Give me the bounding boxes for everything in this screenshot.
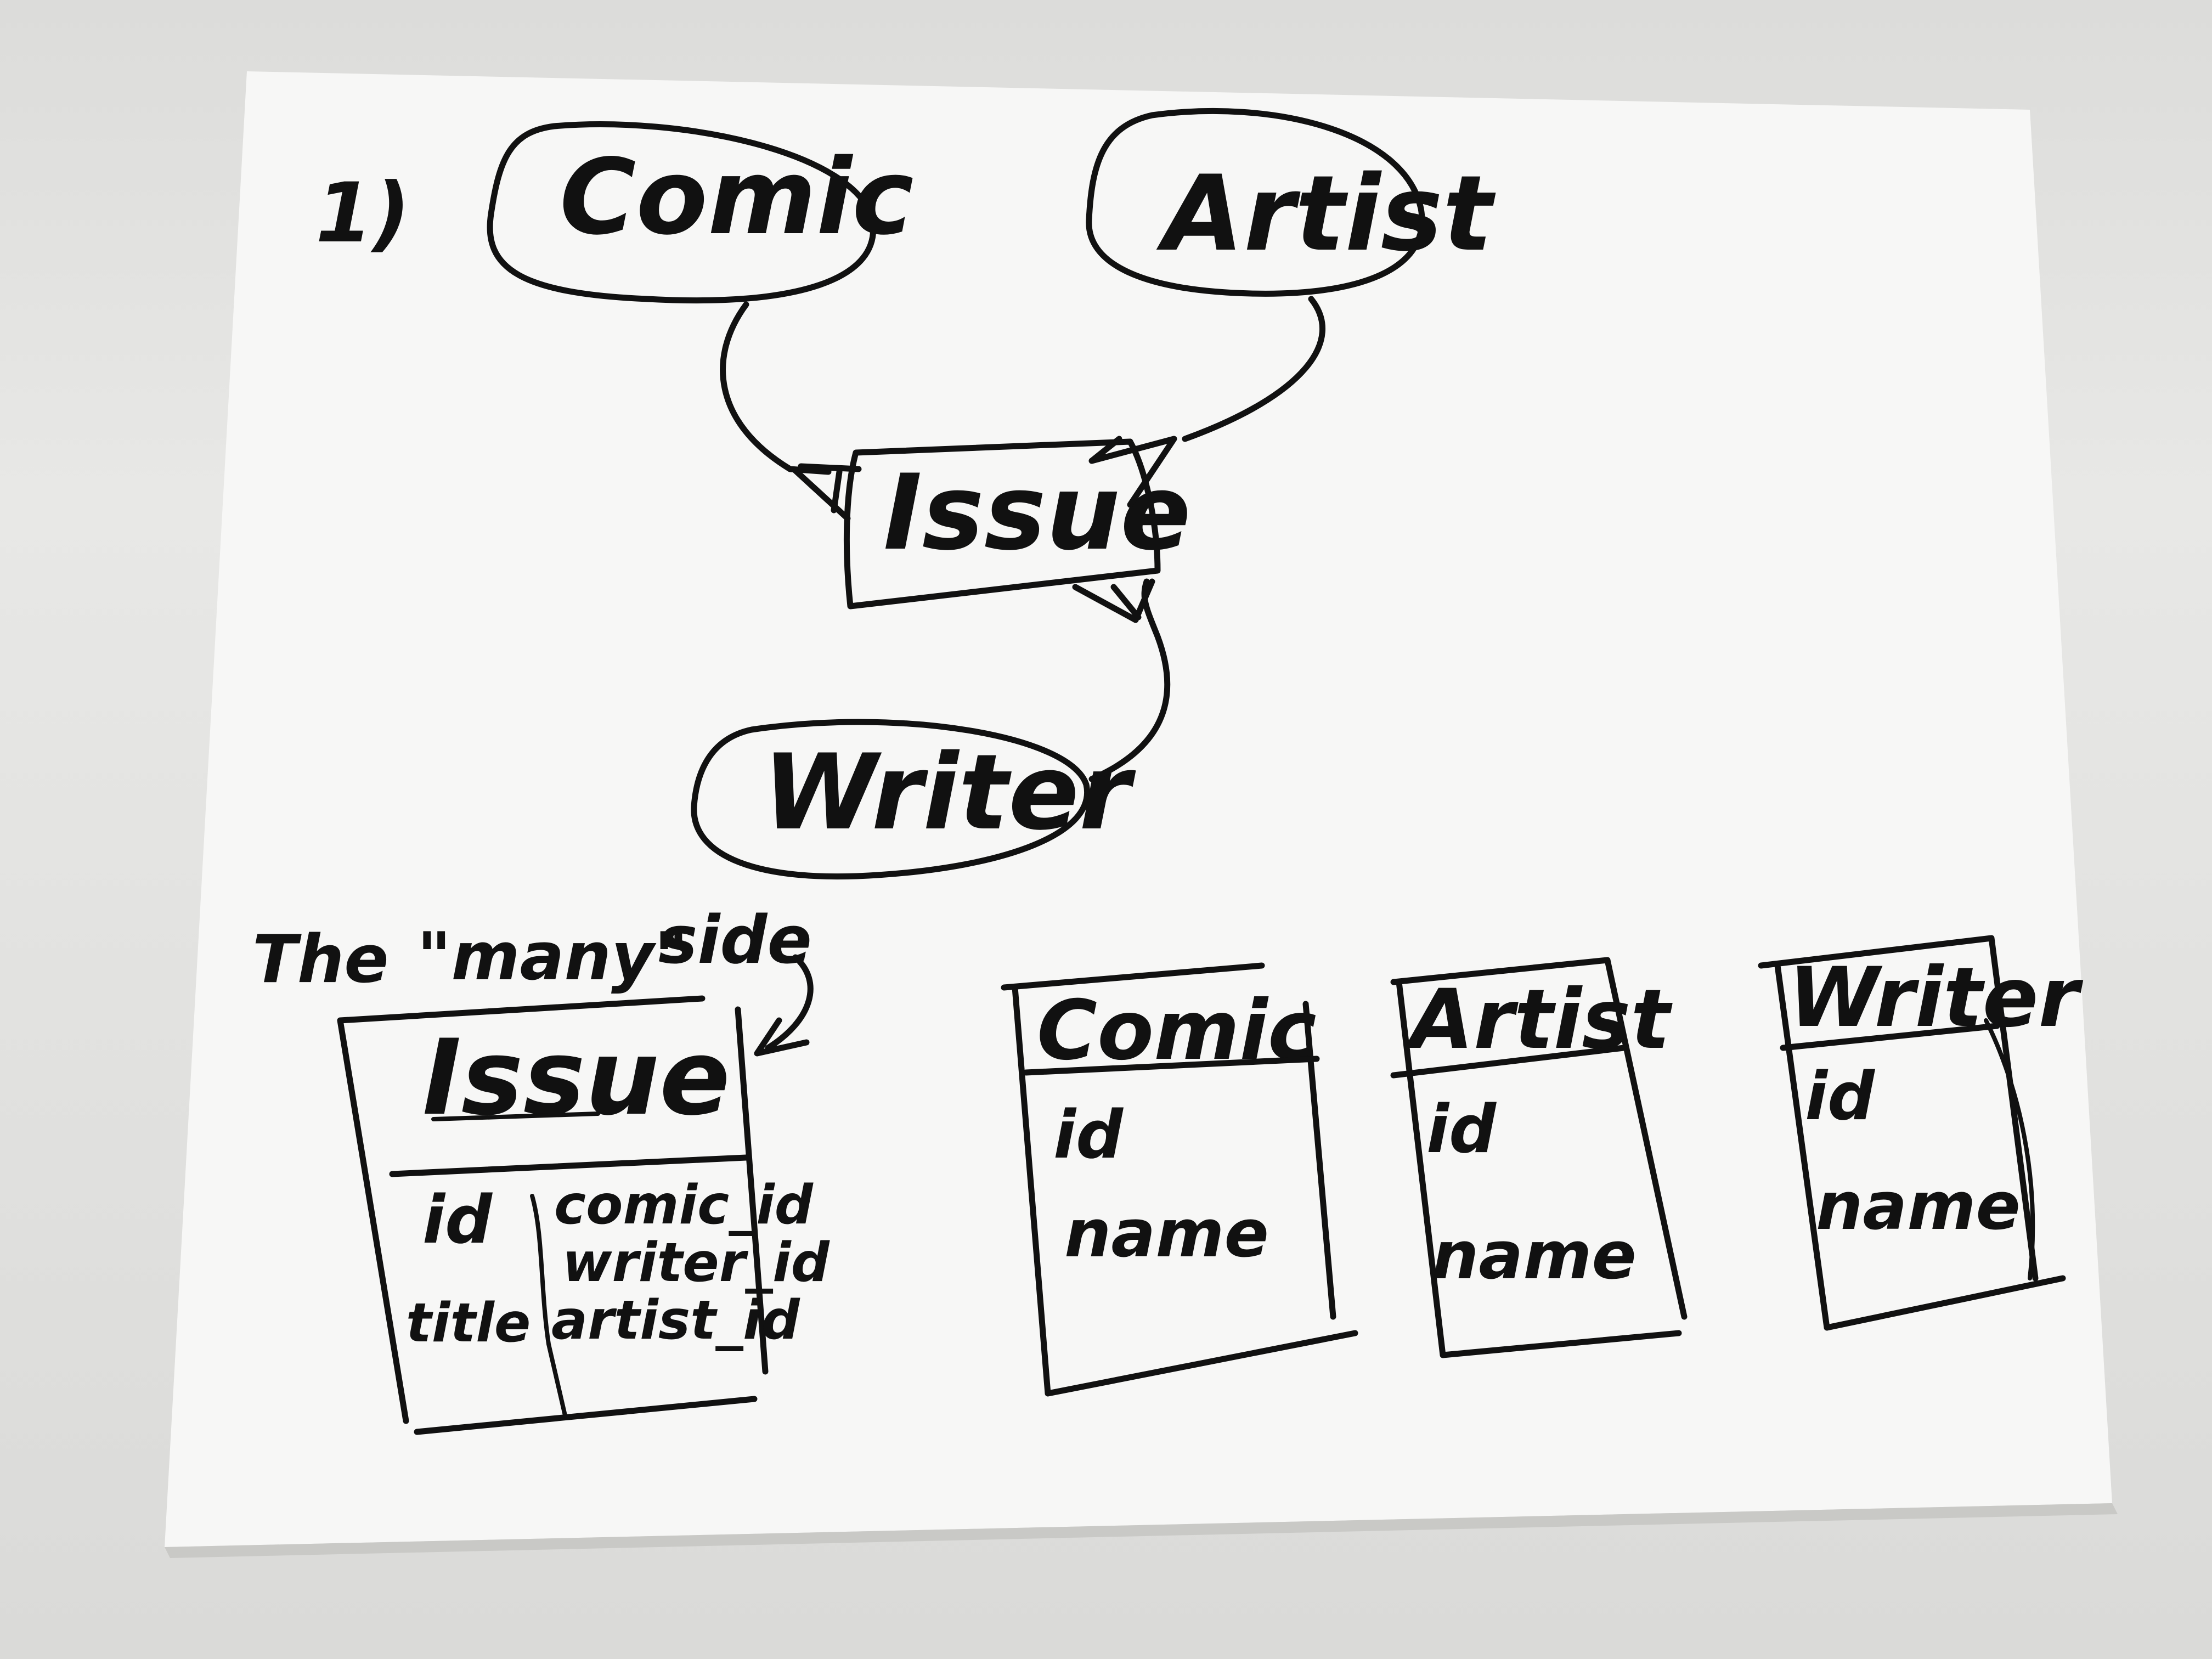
table-issue-field-id: id (422, 1182, 493, 1259)
table-issue: Issue id title comic_id writer_id artist… (337, 995, 830, 1435)
table-artist-title: Artist (1404, 972, 1673, 1068)
annotation-many: "many" (417, 919, 689, 995)
table-issue-field-writer-id: writer_id (562, 1232, 830, 1294)
table-writer-border (1758, 935, 2066, 1331)
er-entity-comic: Comic (487, 121, 914, 304)
er-entity-issue-outline (843, 438, 1161, 610)
table-writer-header-divider (1780, 1023, 2000, 1051)
er-entity-writer: Writer (691, 719, 1136, 880)
er-entity-artist: Artist (1086, 108, 1496, 297)
er-relation-artist-issue (1088, 296, 1326, 508)
paper-edge-shadow (165, 1503, 2118, 1558)
table-issue-field-artist-id: artist_id (551, 1289, 800, 1352)
table-comic-field-id: id (1053, 1097, 1124, 1173)
table-issue-field-comic-id: comic_id (554, 1174, 814, 1237)
annotation-side: side (658, 902, 812, 979)
er-entity-comic-outline (487, 121, 877, 304)
annotation-the: The (252, 922, 389, 998)
table-writer: Writer id name (1758, 935, 2083, 1331)
table-issue-border (337, 995, 769, 1435)
table-artist-field-id: id (1426, 1092, 1497, 1168)
table-writer-field-id: id (1805, 1059, 1875, 1135)
table-comic-border (1001, 962, 1358, 1397)
table-artist-header-divider (1390, 1045, 1627, 1079)
many-side-annotation: The "many" side (252, 902, 814, 1057)
er-relation-writer-issue (1072, 578, 1171, 782)
er-entity-issue-label: Issue (883, 452, 1191, 573)
number-label: 1) (315, 166, 410, 261)
table-comic: Comic id name (1001, 962, 1358, 1397)
table-issue-header-divider (389, 1154, 749, 1177)
er-entity-issue: Issue (843, 438, 1191, 610)
er-crowsfoot-comic-issue (792, 463, 862, 522)
er-relation-artist-issue-line (1182, 296, 1326, 442)
table-issue-column-divider (530, 1194, 567, 1418)
er-relation-comic-issue (720, 301, 862, 522)
er-crowsfoot-artist-issue (1088, 436, 1177, 508)
paper-sheet (165, 71, 2112, 1547)
table-writer-fold-line (1984, 1018, 2035, 1280)
table-issue-field-title: title (406, 1292, 531, 1355)
annotation-arrow-head (754, 1017, 810, 1057)
er-entity-writer-label: Writer (763, 732, 1136, 853)
table-comic-field-name: name (1064, 1196, 1269, 1272)
er-entity-artist-label: Artist (1156, 153, 1496, 274)
table-writer-field-name: name (1816, 1169, 2021, 1245)
table-artist-border (1390, 957, 1688, 1358)
annotation-arrow-curve (765, 954, 814, 1051)
er-entity-artist-outline (1086, 108, 1425, 297)
er-crowsfoot-writer-issue (1072, 578, 1155, 623)
table-comic-header-divider (1023, 1056, 1320, 1076)
er-relation-comic-issue-line (720, 301, 832, 475)
table-artist-field-name: name (1432, 1218, 1637, 1294)
er-entity-writer-outline (691, 719, 1091, 880)
er-entity-comic-label: Comic (560, 137, 914, 258)
table-issue-title-underline (431, 1111, 600, 1121)
table-artist: Artist id name (1390, 957, 1688, 1358)
